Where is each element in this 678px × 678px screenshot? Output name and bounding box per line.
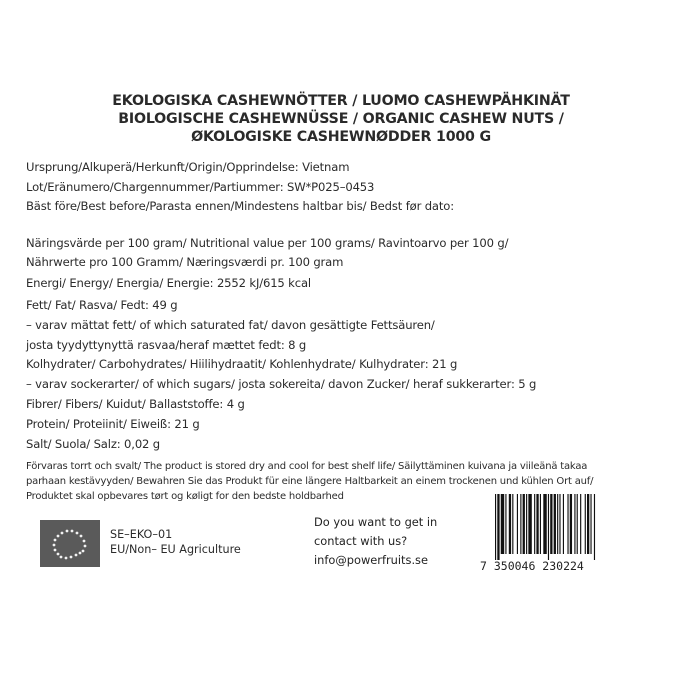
- barcode-bar: [562, 494, 564, 554]
- eu-organic-leaf-icon: [40, 520, 100, 567]
- title-line-2: BIOLOGISCHE CASHEWNÜSSE / ORGANIC CASHEW…: [118, 111, 564, 127]
- title-line-3: ØKOLOGISKE CASHEWNØDDER 1000 G: [191, 129, 491, 145]
- nutrition-saturated-2: josta tyydyttynyttä rasvaa/heraf mættet …: [26, 338, 307, 352]
- barcode-bar: [495, 494, 497, 560]
- ean13-barcode-icon: [495, 494, 596, 560]
- nutrition-protein: Protein/ Proteiinit/ Eiweiß: 21 g: [26, 417, 200, 431]
- barcode-bar: [547, 494, 550, 560]
- contact-line-1: Do you want to get in: [314, 515, 438, 529]
- barcode-bar: [543, 494, 547, 554]
- nutrition-sugars: – varav sockerarter/ of which sugars/ jo…: [26, 377, 537, 391]
- nutrition-fat: Fett/ Fat/ Rasva/ Fedt: 49 g: [26, 298, 178, 312]
- nutrition-fibre: Fibrer/ Fibers/ Kuidut/ Ballaststoffe: 4…: [26, 397, 245, 411]
- storage-line-2: parhaan kestävyyden/ Bewahren Sie das Pr…: [26, 476, 594, 487]
- barcode-bar: [516, 494, 518, 554]
- barcode-bar: [536, 494, 539, 554]
- barcode-bar: [576, 494, 578, 554]
- storage-line-3: Produktet skal opbevares tørt og køligt …: [26, 491, 344, 502]
- barcode-bar: [512, 494, 514, 554]
- barcode-bar: [580, 494, 582, 554]
- barcode-bar: [528, 494, 532, 554]
- origin-line: Ursprung/Alkuperä/Herkunft/Origin/Opprin…: [26, 160, 350, 174]
- nutrition-saturated-1: – varav mättat fett/ of which saturated …: [26, 318, 435, 332]
- barcode-bar: [522, 494, 525, 554]
- nutrition-header-2: Nährwerte pro 100 Gramm/ Næringsværdi pr…: [26, 255, 344, 269]
- barcode-bar: [567, 494, 569, 554]
- barcode-bar: [534, 494, 536, 554]
- barcode-number: 7 350046 230224: [480, 559, 584, 573]
- nutrition-salt: Salt/ Suola/ Salz: 0,02 g: [26, 437, 161, 451]
- contact-line-2: contact with us?: [314, 534, 408, 548]
- product-title: EKOLOGISKA CASHEWNÖTTER / LUOMO CASHEWPÄ…: [96, 92, 586, 146]
- barcode-bar: [574, 494, 576, 554]
- barcode-bar: [526, 494, 528, 554]
- barcode-bar: [505, 494, 507, 554]
- barcode-bar: [569, 494, 573, 554]
- barcode-bar: [584, 494, 586, 554]
- barcode-bar: [593, 494, 596, 560]
- barcode-bar: [587, 494, 590, 554]
- barcode-bar: [550, 494, 553, 554]
- barcode-bar: [590, 494, 592, 554]
- storage-line-1: Förvaras torrt och svalt/ The product is…: [26, 461, 588, 472]
- lot-line: Lot/Eränumero/Chargennummer/Partiummer: …: [26, 180, 375, 194]
- barcode-bar: [508, 494, 512, 554]
- nutrition-carbs: Kolhydrater/ Carbohydrates/ Hiilihydraat…: [26, 357, 458, 371]
- barcode-bar: [553, 494, 556, 554]
- barcode-bar: [497, 494, 500, 560]
- certification-origin: EU/Non– EU Agriculture: [110, 543, 241, 556]
- barcode-bar: [520, 494, 522, 554]
- best-before-line: Bäst före/Best before/Parasta ennen/Mind…: [26, 199, 454, 213]
- nutrition-header-1: Näringsvärde per 100 gram/ Nutritional v…: [26, 236, 509, 250]
- barcode-bar: [500, 494, 505, 554]
- title-line-1: EKOLOGISKA CASHEWNÖTTER / LUOMO CASHEWPÄ…: [112, 93, 570, 109]
- barcode-bar: [559, 494, 561, 554]
- certification-code: SE–EKO–01: [110, 528, 173, 541]
- nutrition-energy: Energi/ Energy/ Energia/ Energie: 2552 k…: [26, 276, 311, 290]
- barcode-bar: [557, 494, 559, 554]
- contact-email[interactable]: info@powerfruits.se: [314, 553, 429, 567]
- barcode-bar: [539, 494, 541, 554]
